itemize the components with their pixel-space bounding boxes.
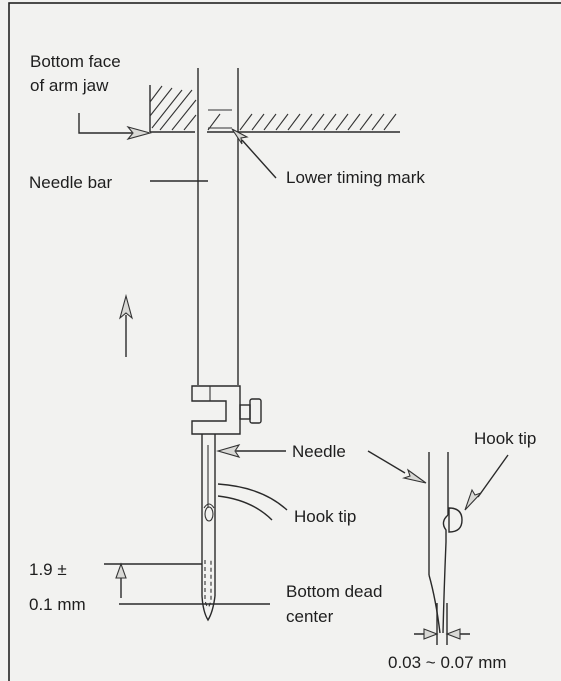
- bottom-face-arrow: [78, 113, 153, 140]
- label-tolerance-line1: 1.9 ±: [29, 560, 67, 579]
- label-needle: Needle: [292, 442, 346, 461]
- label-hook-tip-main: Hook tip: [294, 507, 356, 526]
- needle-bar: [197, 68, 239, 385]
- label-needle-bar: Needle bar: [29, 173, 113, 192]
- label-bottom-face-line2: of arm jaw: [30, 76, 109, 95]
- label-bottom-dead-center-line1: Bottom dead: [286, 582, 382, 601]
- needle-leader: [215, 444, 286, 458]
- motion-up-arrow: [119, 293, 133, 357]
- label-hook-tip-detail: Hook tip: [474, 429, 536, 448]
- label-clearance: 0.03 ~ 0.07 mm: [388, 653, 507, 672]
- detail-needle-leader: [367, 450, 427, 484]
- arm-jaw: [149, 85, 400, 133]
- tolerance-dimension: [104, 562, 270, 605]
- detail-hook: [448, 507, 463, 533]
- label-lower-timing-mark: Lower timing mark: [286, 168, 425, 187]
- detail-needle: [428, 452, 463, 634]
- hook-tip-leader: [217, 483, 288, 521]
- lower-timing-leader: [231, 128, 277, 179]
- frame-border: [8, 2, 561, 681]
- clamp-screw-head: [249, 398, 262, 424]
- clearance-dimension: [414, 603, 470, 645]
- label-bottom-face-line1: Bottom face: [30, 52, 121, 71]
- clamp-screw: [239, 404, 251, 420]
- label-bottom-dead-center-line2: center: [286, 607, 334, 626]
- detail-hook-leader: [464, 454, 509, 511]
- needle: [201, 434, 216, 622]
- label-tolerance-line2: 0.1 mm: [29, 595, 86, 614]
- needle-clamp: [191, 385, 262, 435]
